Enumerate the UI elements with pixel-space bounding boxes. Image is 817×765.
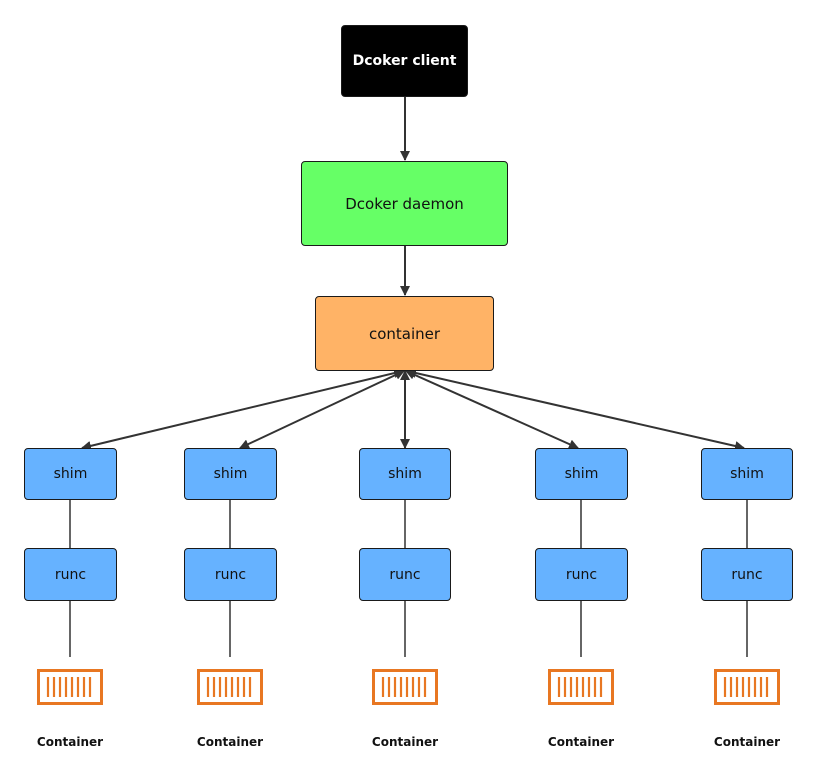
- shipping-container-icon: [372, 669, 438, 705]
- shim-label: shim: [388, 466, 422, 482]
- docker-client-node[interactable]: Dcoker client: [341, 25, 468, 97]
- shim-node-3[interactable]: shim: [359, 448, 451, 500]
- shim-node-1[interactable]: shim: [24, 448, 117, 500]
- docker-client-label: Dcoker client: [352, 53, 457, 69]
- shipping-container-icon: [197, 669, 263, 705]
- runc-label: runc: [565, 566, 598, 583]
- shim-label: shim: [53, 466, 88, 482]
- runc-label: runc: [731, 566, 763, 583]
- docker-daemon-label: Dcoker daemon: [345, 194, 464, 213]
- docker-daemon-node[interactable]: Dcoker daemon: [301, 161, 508, 246]
- runc-node-3[interactable]: runc: [359, 548, 451, 601]
- shim-label: shim: [564, 466, 599, 482]
- containerd-node[interactable]: container: [315, 296, 494, 371]
- shipping-container-icon: [37, 669, 103, 705]
- shim-node-4[interactable]: shim: [535, 448, 628, 500]
- shim-label: shim: [213, 466, 248, 482]
- containerd-shim-2-arrow: [239, 370, 405, 449]
- shim-label: shim: [730, 466, 764, 482]
- container-label-5: Container: [713, 735, 781, 749]
- runc-node-1[interactable]: runc: [24, 548, 117, 601]
- containerd-shim-1-arrow: [81, 368, 404, 451]
- runc-node-2[interactable]: runc: [184, 548, 277, 601]
- shim-node-5[interactable]: shim: [701, 448, 793, 500]
- runc-label: runc: [214, 566, 247, 583]
- shipping-container-icon: [714, 669, 780, 705]
- container-label-1: Container: [36, 735, 104, 749]
- shipping-container-icon: [548, 669, 614, 705]
- container-label-3: Container: [371, 735, 439, 749]
- container-label-2: Container: [196, 735, 264, 749]
- containerd-shim-4-arrow: [405, 370, 579, 449]
- column-connectors: [69, 500, 748, 657]
- container-label-4: Container: [547, 735, 615, 749]
- shim-node-2[interactable]: shim: [184, 448, 277, 500]
- containerd-label: container: [368, 324, 441, 343]
- runc-node-4[interactable]: runc: [535, 548, 628, 601]
- runc-label: runc: [54, 566, 87, 583]
- runc-label: runc: [389, 566, 421, 583]
- runc-node-5[interactable]: runc: [701, 548, 793, 601]
- containerd-shim-5-arrow: [406, 368, 745, 451]
